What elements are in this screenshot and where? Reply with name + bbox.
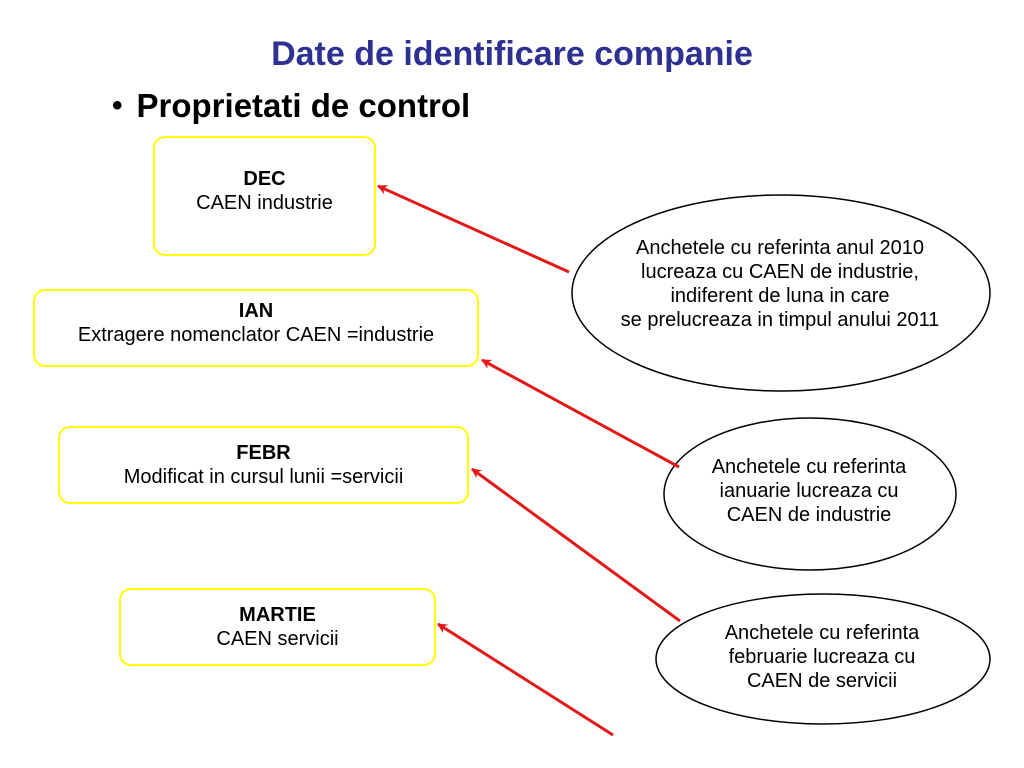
note-line: indiferent de luna in care (670, 285, 890, 307)
month-detail: Extragere nomenclator CAEN =industrie (77, 324, 435, 346)
bullet-heading: • Proprietati de control (112, 84, 470, 128)
slide-title: Date de identificare companie (271, 35, 753, 73)
note-ellipse-2010 (571, 194, 991, 392)
note-line: Anchetele cu referinta anul 2010 (636, 237, 924, 259)
arrow-to-dec (377, 184, 570, 274)
note-line: CAEN de servicii (746, 670, 898, 692)
note-line: Anchetele cu referinta (711, 456, 907, 478)
note-line: ianuarie lucreaza cu (719, 480, 899, 502)
month-label: DEC (243, 168, 286, 190)
month-detail: CAEN industrie (196, 192, 333, 214)
month-label: FEBR (236, 442, 291, 464)
arrow-to-ian (481, 358, 680, 469)
note-line: lucreaza cu CAEN de industrie, (641, 261, 919, 283)
note-line: se prelucreaza in timpul anului 2011 (620, 309, 940, 331)
note-2010: Anchetele cu referinta anul 2010 lucreaz… (560, 236, 1000, 332)
note-februarie: Anchetele cu referinta februarie lucreaz… (657, 621, 987, 693)
month-box-martie: MARTIE CAEN servicii (119, 588, 436, 666)
bullet-heading-text: Proprietati de control (136, 87, 471, 124)
note-line: februarie lucreaza cu (728, 646, 916, 668)
month-detail: CAEN servicii (216, 628, 339, 650)
month-box-febr: FEBR Modificat in cursul lunii =servicii (58, 426, 469, 504)
note-ellipse-februarie (655, 593, 991, 725)
bullet-icon: • (112, 89, 123, 122)
month-box-dec: DEC CAEN industrie (153, 136, 376, 256)
arrow-to-febr (471, 467, 681, 623)
month-box-ian: IAN Extragere nomenclator CAEN =industri… (33, 289, 479, 367)
note-line: Anchetele cu referinta (724, 622, 920, 644)
arrow-to-martie (437, 622, 614, 737)
note-ianuarie: Anchetele cu referinta ianuarie lucreaza… (664, 455, 954, 527)
month-label: IAN (238, 300, 274, 322)
note-ellipse-ianuarie (663, 417, 957, 571)
month-label: MARTIE (239, 604, 316, 626)
note-line: CAEN de industrie (726, 504, 892, 526)
month-detail: Modificat in cursul lunii =servicii (123, 466, 404, 488)
